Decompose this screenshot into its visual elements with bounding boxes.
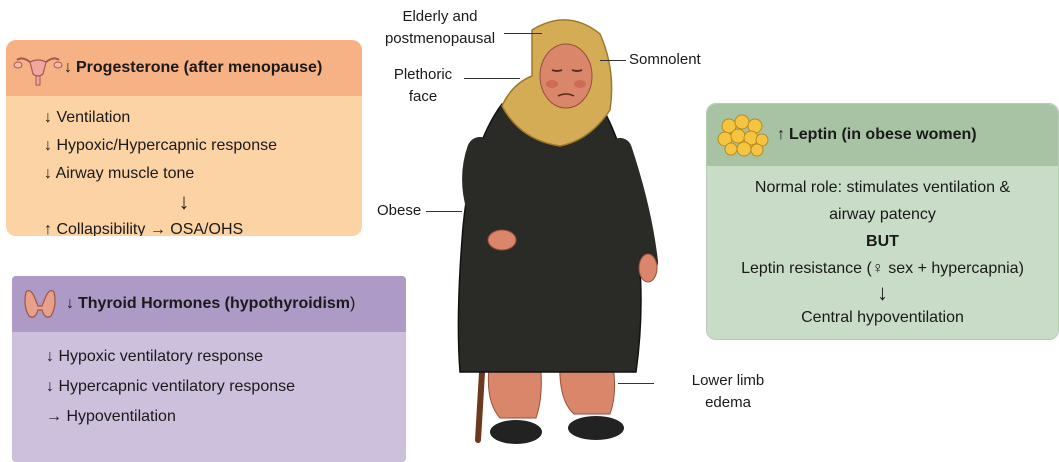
leader-obese [426,211,462,212]
label-plethoric-line1: Plethoric [386,64,460,86]
increase-arrow: ↑ [777,126,785,143]
effect-hypoxic: ↓ Hypoxic ventilatory response [46,342,406,372]
leptin-result: Central hypoventilation [707,304,1058,331]
leader-edema [618,383,654,384]
leptin-content: Normal role: stimulates ventilation & ai… [707,166,1058,331]
effect-hypercapnic: ↓ Hypercapnic ventilatory response [46,372,406,402]
progesterone-effects: ↓ Ventilation ↓ Hypoxic/Hypercapnic resp… [6,96,362,236]
uterus-icon [12,48,64,88]
progesterone-box: ↓Progesterone (after menopause) ↓ Ventil… [6,40,362,236]
down-arrow: ↓ [707,282,1058,304]
decrease-arrow: ↓ [64,59,72,76]
label-plethoric: Plethoric face [386,64,460,108]
effect-hypoxic-hypercapnic: ↓ Hypoxic/Hypercapnic response [44,132,362,160]
thyroid-gland-icon [20,284,60,324]
thyroid-header: ↓Thyroid Hormones (hypothyroidism) [12,276,406,332]
progesterone-header: ↓Progesterone (after menopause) [6,40,362,96]
leptin-resistance: Leptin resistance (♀ sex + hypercapnia) [707,255,1058,282]
label-edema-line2: edema [683,392,773,414]
thyroid-title-close: ) [350,295,355,312]
leptin-box: ↑Leptin (in obese women) Normal role: st… [706,103,1059,340]
leader-plethoric [464,78,520,79]
thyroid-effects: ↓ Hypoxic ventilatory response ↓ Hyperca… [12,332,406,432]
label-edema: Lower limb edema [683,370,773,414]
fat-cells-icon [717,112,769,158]
label-obese: Obese [377,200,421,222]
label-plethoric-line2: face [386,86,460,108]
decrease-arrow: ↓ [66,295,74,312]
thyroid-title: Thyroid Hormones (hypothyroidism [78,295,350,312]
down-arrow: ↓ [6,188,362,216]
effect-ventilation: ↓ Ventilation [44,104,362,132]
label-somnolent: Somnolent [629,49,701,71]
effect-hypoventilation: → Hypoventilation [46,402,406,432]
leptin-but: BUT [707,228,1058,255]
label-elderly-line2: postmenopausal [378,28,502,50]
progesterone-result: ↑ Collapsibility → OSA/OHS [44,216,362,236]
leptin-airway-patency: airway patency [707,201,1058,228]
leader-elderly [504,33,542,34]
label-edema-line1: Lower limb [683,370,773,392]
label-elderly: Elderly and postmenopausal [378,6,502,50]
leader-somnolent [600,60,626,61]
leptin-title: Leptin (in obese women) [789,126,977,143]
leptin-header: ↑Leptin (in obese women) [707,104,1058,166]
leptin-normal-role: Normal role: stimulates ventilation & [707,174,1058,201]
thyroid-box: ↓Thyroid Hormones (hypothyroidism) ↓ Hyp… [12,276,406,462]
label-elderly-line1: Elderly and [378,6,502,28]
progesterone-title: Progesterone (after menopause) [76,59,322,76]
effect-airway-tone: ↓ Airway muscle tone [44,160,362,188]
